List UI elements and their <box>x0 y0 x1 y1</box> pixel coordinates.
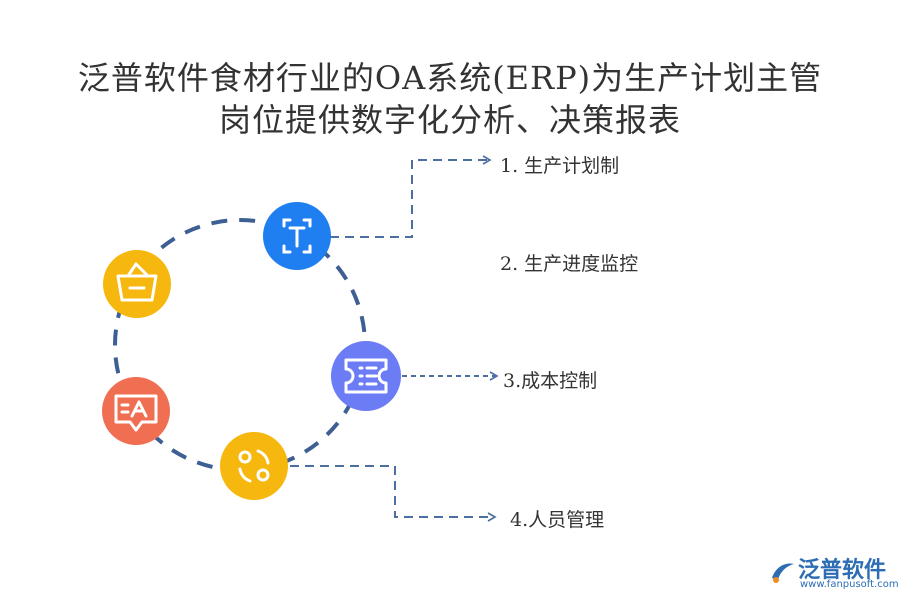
connector-1 <box>330 155 492 238</box>
page-title-line2: 岗位提供数字化分析、决策报表 <box>218 101 681 139</box>
logo-name: 泛普软件 <box>798 558 887 583</box>
logo-url: www.fanpusoft.com <box>800 579 899 590</box>
ticket-list-icon <box>344 358 388 394</box>
node-basket <box>103 250 171 318</box>
node-chat-text <box>102 377 170 445</box>
basket-icon <box>116 262 158 302</box>
logo-icon <box>772 563 794 583</box>
item-label-4: 4.人员管理 <box>510 509 605 531</box>
page-title-line1: 泛普软件食材行业的OA系统(ERP)为生产计划主管 <box>77 59 823 97</box>
connector-3 <box>290 465 497 522</box>
node-ticket-list <box>331 341 401 411</box>
item-label-2: 2. 生产进度监控 <box>500 253 639 275</box>
item-label-3: 3.成本控制 <box>503 370 598 392</box>
chat-text-icon <box>114 394 158 432</box>
node-text-box <box>263 202 331 270</box>
brand-logo: 泛普软件 www.fanpusoft.com <box>768 552 899 596</box>
item-label-1: 1. 生产计划制 <box>500 155 620 177</box>
node-refresh-cycle <box>220 432 288 500</box>
refresh-cycle-icon <box>238 449 270 483</box>
text-box-icon <box>282 218 312 254</box>
